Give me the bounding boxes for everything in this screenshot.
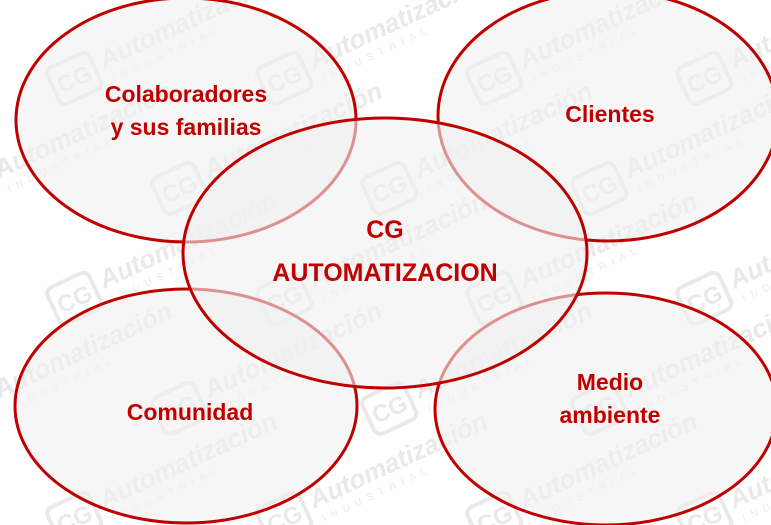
label-medio-ambiente-line1: Medio	[576, 369, 644, 395]
label-comunidad: Comunidad	[90, 396, 290, 429]
label-comunidad-line1: Comunidad	[126, 399, 254, 425]
label-colaboradores-line1: Colaboradores	[104, 81, 268, 107]
label-medio-ambiente-line2: ambiente	[559, 402, 661, 429]
label-clientes: Clientes	[520, 98, 700, 131]
label-colaboradores-line2: y sus familias	[110, 114, 262, 141]
label-center-line2: AUTOMATIZACION	[272, 258, 498, 287]
label-medio-ambiente: Medio ambiente	[520, 366, 700, 433]
label-center: CG AUTOMATIZACION	[240, 209, 530, 294]
label-clientes-line1: Clientes	[565, 101, 655, 127]
node-center	[181, 116, 589, 390]
label-center-line1: CG	[366, 216, 404, 244]
label-colaboradores: Colaboradores y sus familias	[62, 78, 310, 145]
